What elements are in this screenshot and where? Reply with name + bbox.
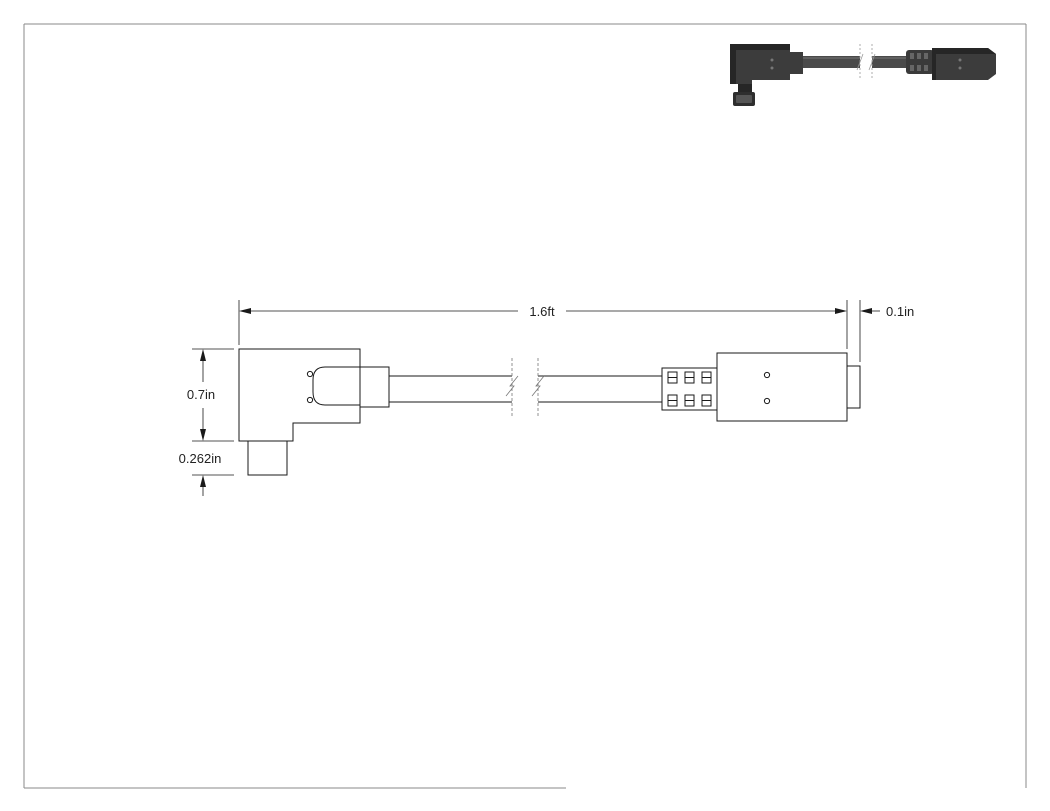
left-connector-hole-bottom (306, 396, 314, 404)
cable-assembly-render-icon (730, 44, 996, 106)
cable-drawing (238, 348, 861, 476)
dimension-labels: 1.6ft 0.1in 0.7in 0.262in (179, 304, 915, 466)
tip-length-label: 0.1in (886, 304, 914, 319)
left-strain-relief (359, 366, 390, 408)
body-height-label: 0.7in (187, 387, 215, 402)
left-connector-plug (247, 440, 288, 476)
right-grip-section (661, 367, 718, 411)
right-connector-body (716, 352, 848, 422)
overall-length-label: 1.6ft (529, 304, 555, 319)
dimension-lines (192, 300, 880, 496)
left-connector-hole-top (306, 370, 314, 378)
grip-slots (667, 371, 712, 407)
plug-height-label: 0.262in (179, 451, 222, 466)
right-connector-hole-top (763, 371, 771, 379)
sheet-frame (23, 23, 1027, 789)
left-connector-body (238, 348, 361, 442)
right-connector-tip (846, 365, 861, 409)
right-connector-hole-bottom (763, 397, 771, 405)
cable-break-icon (505, 358, 545, 416)
